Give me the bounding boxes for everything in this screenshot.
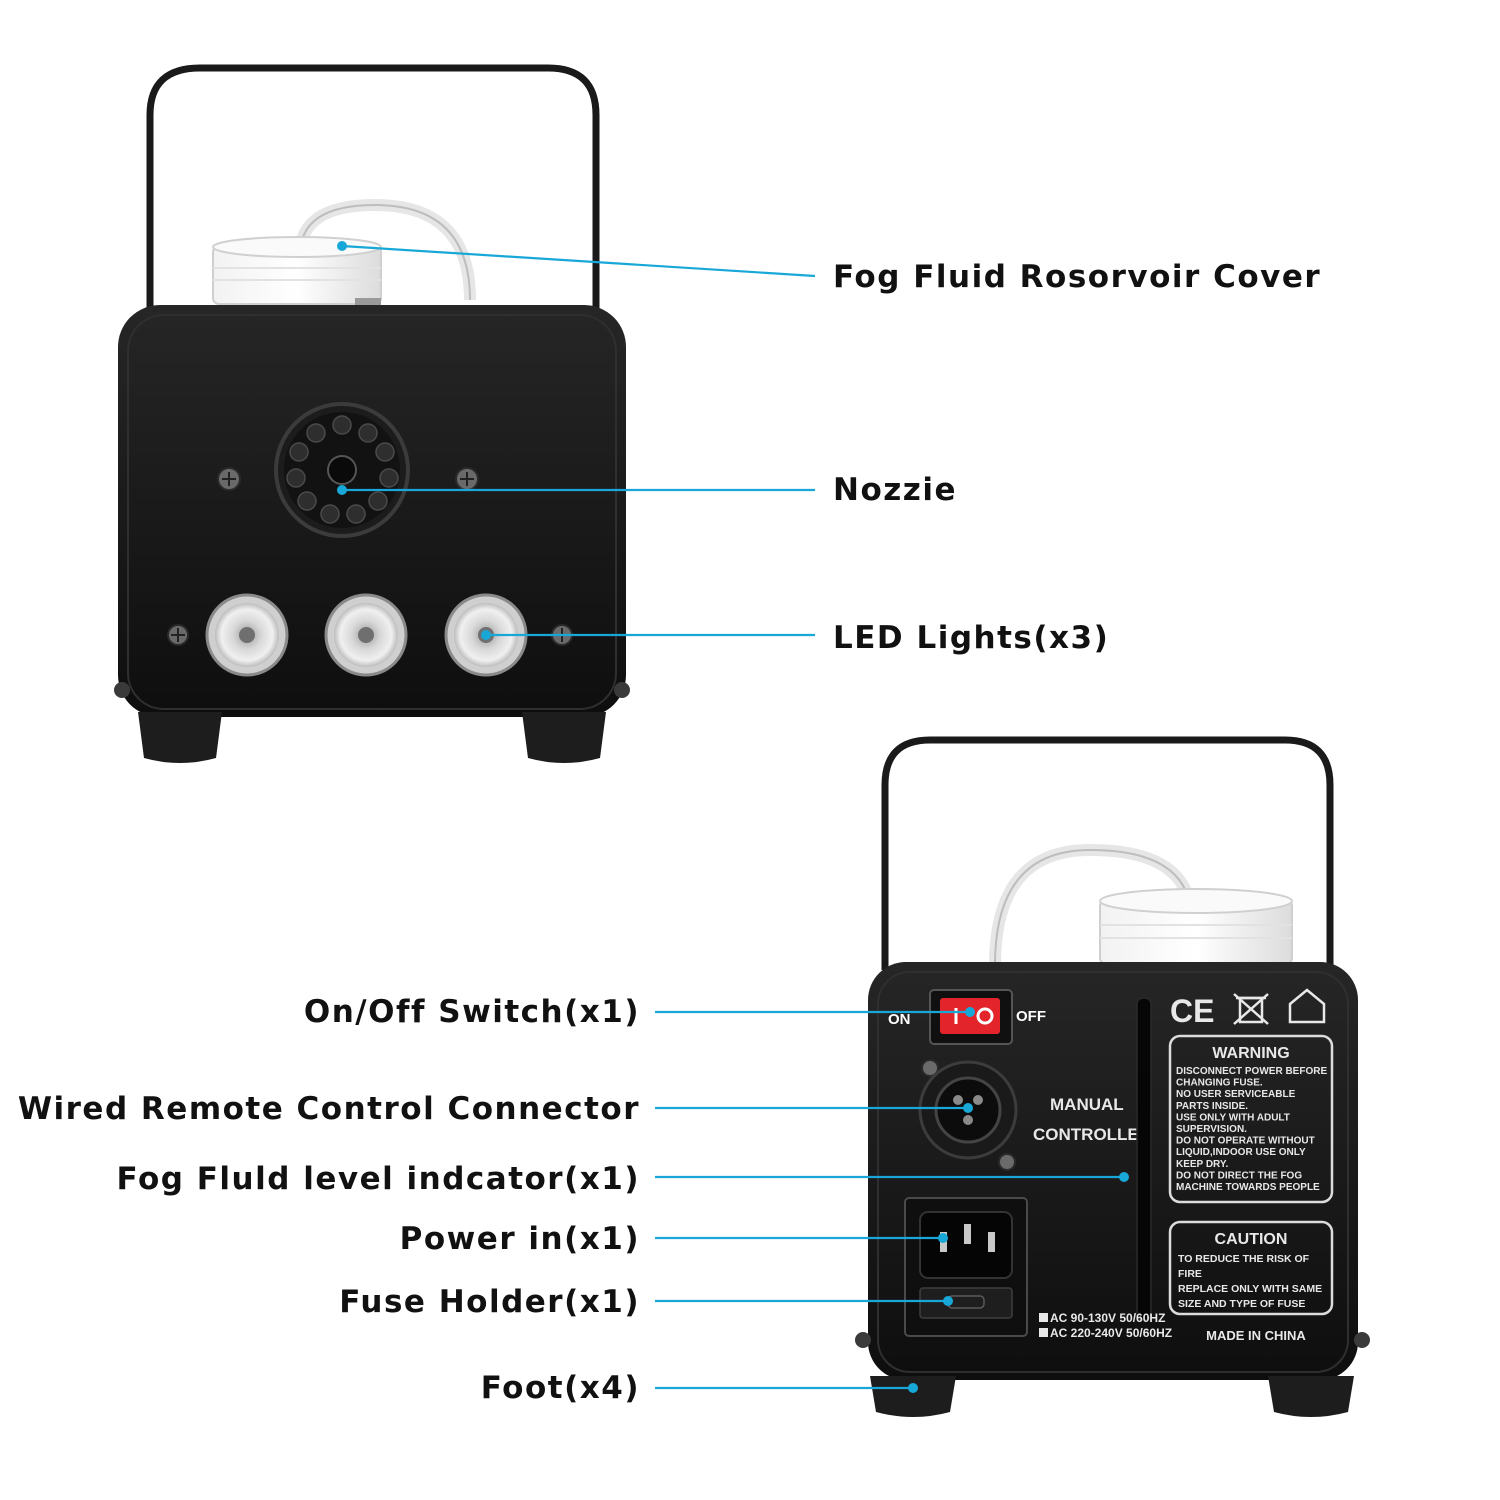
front-feet [138, 712, 606, 763]
warning-line-7: LIQUID,INDOOR USE ONLY [1176, 1147, 1306, 1158]
voltage-label-2: AC 220-240V 50/60HZ [1050, 1326, 1172, 1340]
callout-dot-foot [908, 1383, 918, 1393]
front-reservoir-cap [212, 236, 382, 308]
manual-label-2: CONTROLLER [1033, 1125, 1151, 1144]
front-handle [146, 64, 600, 330]
label-fuse-holder: Fuse Holder(x1) [339, 1284, 640, 1320]
label-fluid-level: Fog Fluld level indcator(x1) [117, 1161, 640, 1197]
back-view-machine: ON OFF MANUAL CONTROLLER CE [855, 736, 1370, 1417]
back-feet [870, 1376, 1354, 1417]
label-foot: Foot(x4) [481, 1370, 640, 1406]
fluid-level-indicator [1136, 997, 1152, 1321]
back-power-switch[interactable] [929, 989, 1013, 1045]
back-reservoir-cap [1099, 888, 1293, 965]
switch-on-label: ON [888, 1011, 911, 1028]
label-nozzle: Nozzie [833, 472, 957, 508]
callout-dot-fuse [943, 1296, 953, 1306]
front-nozzle [274, 402, 410, 538]
warning-line-2: NO USER SERVICEABLE [1176, 1089, 1296, 1100]
callout-labels: Fog Fluid Rosorvoir Cover Nozzie LED Lig… [18, 259, 1321, 1406]
callout-dot-switch [965, 1007, 975, 1017]
label-led-lights: LED Lights(x3) [833, 620, 1109, 656]
back-fuse-holder[interactable] [919, 1287, 1013, 1319]
front-led-lights [205, 593, 528, 677]
callout-dot-led [481, 630, 491, 640]
warning-line-4: USE ONLY WITH ADULT [1176, 1112, 1290, 1123]
label-on-off-switch: On/Off Switch(x1) [304, 994, 640, 1030]
callout-dot-level [1119, 1172, 1129, 1182]
warning-title: WARNING [1212, 1045, 1289, 1062]
made-in-label: MADE IN CHINA [1206, 1328, 1306, 1343]
callout-dot-cover [337, 241, 347, 251]
callout-dot-connector [963, 1103, 973, 1113]
warning-line-9: DO NOT DIRECT THE FOG [1176, 1170, 1302, 1181]
ce-mark: CE [1170, 993, 1214, 1029]
label-fog-fluid-cover: Fog Fluid Rosorvoir Cover [833, 259, 1321, 295]
caution-line-0: TO REDUCE THE RISK OF [1178, 1253, 1310, 1265]
front-view-machine [114, 64, 630, 763]
caution-box: CAUTION TO REDUCE THE RISK OF FIRE REPLACE… [1168, 1220, 1334, 1316]
warning-box: WARNING DISCONNECT POWER BEFORECHANGING … [1168, 1034, 1334, 1204]
callout-lines [337, 241, 1129, 1393]
label-power-in: Power in(x1) [400, 1221, 640, 1257]
caution-line-2: REPLACE ONLY WITH SAME [1178, 1283, 1322, 1295]
warning-line-6: DO NOT OPERATE WITHOUT [1176, 1136, 1315, 1147]
warning-line-10: MACHINE TOWARDS PEOPLE [1176, 1182, 1320, 1193]
warning-line-1: CHANGING FUSE. [1176, 1078, 1263, 1089]
warning-line-5: SUPERVISION. [1176, 1124, 1247, 1135]
weee-bin-icon [1233, 993, 1269, 1025]
voltage-label-1: AC 90-130V 50/60HZ [1050, 1311, 1165, 1325]
callout-dot-nozzle [337, 485, 347, 495]
warning-line-8: KEEP DRY. [1176, 1159, 1228, 1170]
warning-line-3: PARTS INSIDE. [1176, 1101, 1248, 1112]
manual-label-1: MANUAL [1050, 1095, 1124, 1114]
caution-line-3: SIZE AND TYPE OF FUSE [1178, 1298, 1305, 1310]
switch-off-label: OFF [1016, 1008, 1046, 1025]
caution-title: CAUTION [1215, 1231, 1288, 1248]
caution-line-1: FIRE [1178, 1268, 1202, 1280]
label-remote-connector: Wired Remote Control Connector [18, 1091, 640, 1127]
callout-dot-power [938, 1233, 948, 1243]
indoor-house-icon [1288, 988, 1326, 1024]
back-handle [881, 736, 1334, 970]
warning-line-0: DISCONNECT POWER BEFORE [1176, 1066, 1327, 1077]
